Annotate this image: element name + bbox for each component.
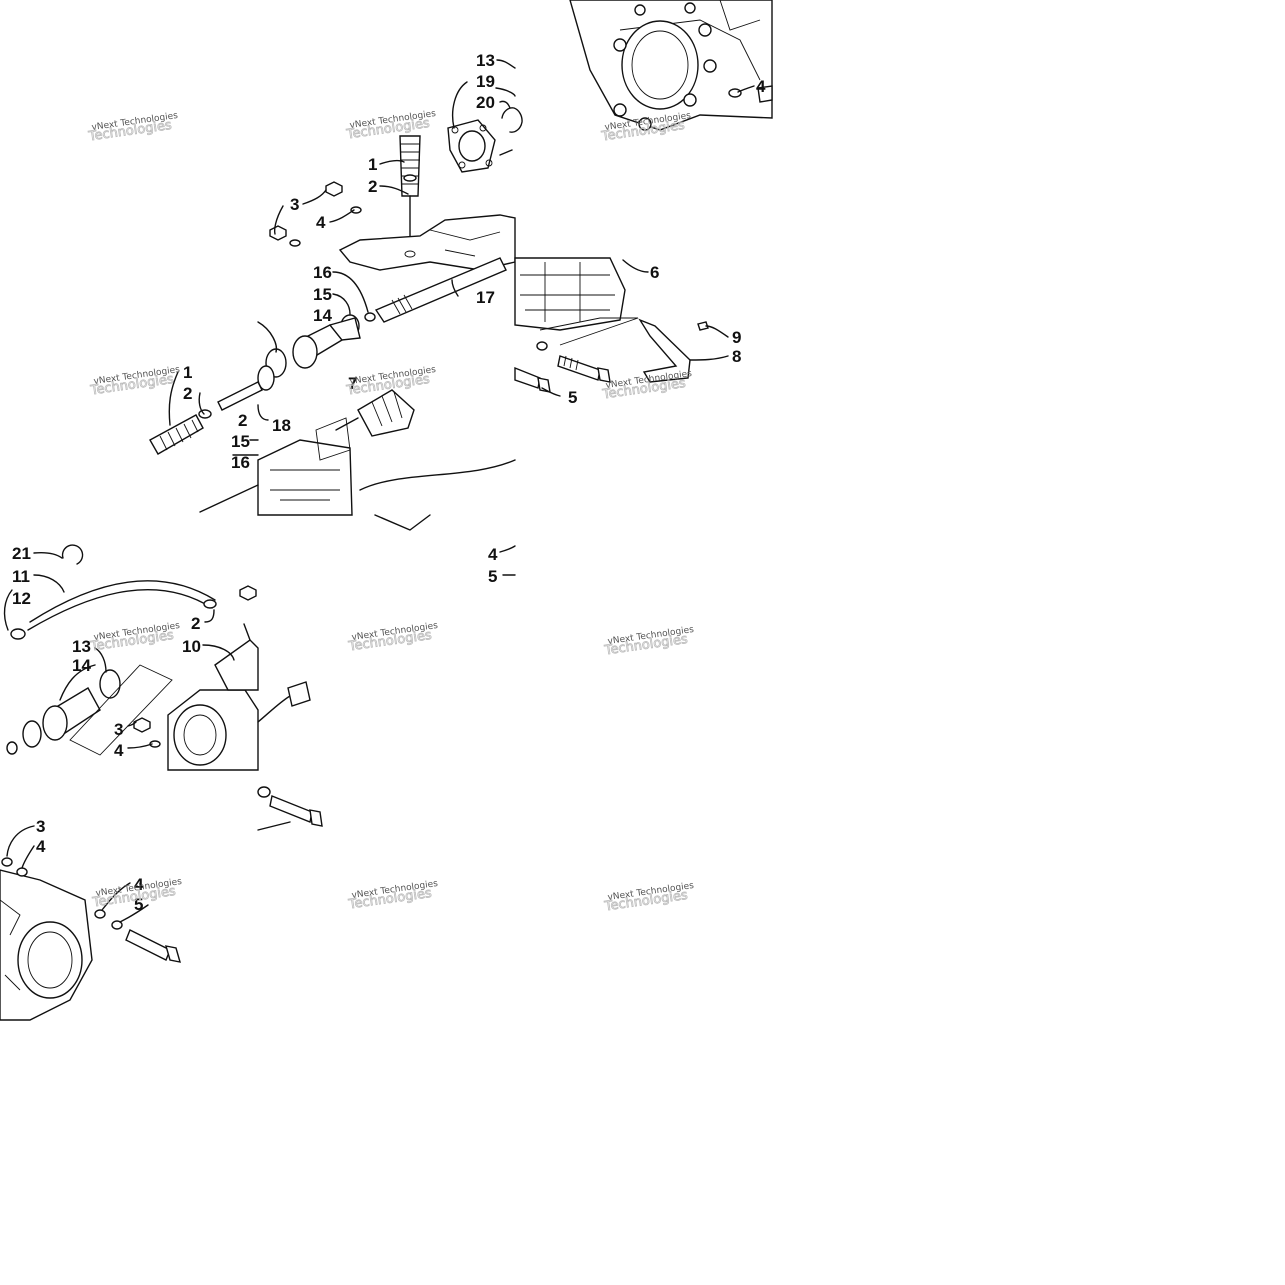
diagram-tile-gearcase-bracket bbox=[514, 257, 709, 393]
diagram-tile-actuator bbox=[6, 544, 323, 831]
callout-label: 3 bbox=[36, 817, 45, 836]
watermark: vNext Technologies Technologies bbox=[345, 109, 437, 143]
leader-lines bbox=[3, 59, 755, 923]
watermark: vNext Technologies Technologies bbox=[601, 369, 693, 403]
callout-label: 4 bbox=[114, 741, 124, 760]
callout-labels-tile4: 21 11 12 2 13 14 10 3 4 4 5 bbox=[12, 544, 498, 760]
watermark: vNext Technologies Technologies bbox=[345, 365, 437, 399]
callout-label: 8 bbox=[732, 347, 741, 366]
callout-label: 17 bbox=[476, 288, 495, 307]
diagram-tile-drive-shaft bbox=[149, 107, 523, 531]
watermark: vNext Technologies Technologies bbox=[603, 881, 695, 915]
callout-label: 1 bbox=[368, 155, 377, 174]
callout-label: 3 bbox=[114, 720, 123, 739]
diagram-tile-housing bbox=[569, 0, 773, 131]
callout-label: 16 bbox=[313, 263, 332, 282]
callout-label: 15 bbox=[313, 285, 332, 304]
callout-label: 13 bbox=[476, 51, 495, 70]
callout-label: 16 bbox=[231, 453, 250, 472]
callout-label: 4 bbox=[134, 875, 144, 894]
callout-label: 5 bbox=[134, 895, 143, 914]
callout-label: 12 bbox=[12, 589, 31, 608]
callout-label: 4 bbox=[756, 77, 766, 96]
callout-label: 15 bbox=[231, 432, 250, 451]
callout-label: 1 bbox=[183, 363, 192, 382]
callout-labels-tile1: 13 19 20 1 2 3 4 16 15 14 17 1 2 7 2 18 … bbox=[183, 51, 495, 472]
callout-labels-tile2: 4 bbox=[756, 77, 766, 96]
callout-label: 9 bbox=[732, 328, 741, 347]
callout-label: 18 bbox=[272, 416, 291, 435]
watermark: vNext Technologies Technologies bbox=[603, 625, 695, 659]
callout-label: 3 bbox=[290, 195, 299, 214]
callout-label: 19 bbox=[476, 72, 495, 91]
callout-label: 2 bbox=[238, 411, 247, 430]
callout-label: 14 bbox=[72, 656, 91, 675]
watermark: vNext Technologies Technologies bbox=[87, 111, 179, 145]
callout-label: 5 bbox=[568, 388, 577, 407]
callout-label: 5 bbox=[488, 567, 497, 586]
callout-label: 7 bbox=[348, 374, 357, 393]
callout-label: 10 bbox=[182, 637, 201, 656]
watermark-group: vNext Technologies Technologies vNext Te… bbox=[87, 109, 695, 915]
callout-label: 2 bbox=[368, 177, 377, 196]
callout-label: 2 bbox=[191, 614, 200, 633]
callout-labels-tile5: 3 4 4 5 bbox=[36, 817, 144, 914]
callout-label: 14 bbox=[313, 306, 332, 325]
callout-label: 4 bbox=[488, 545, 498, 564]
watermark: vNext Technologies Technologies bbox=[89, 621, 181, 655]
callout-labels-tile3: 6 9 8 5 bbox=[568, 263, 741, 407]
callout-label: 21 bbox=[12, 544, 31, 563]
watermark: vNext Technologies Technologies bbox=[347, 621, 439, 655]
diagram-tile-gearcase-lower bbox=[0, 857, 181, 1021]
callout-label: 4 bbox=[36, 837, 46, 856]
callout-label: 4 bbox=[316, 213, 326, 232]
callout-label: 6 bbox=[650, 263, 659, 282]
watermark: vNext Technologies Technologies bbox=[89, 365, 181, 399]
callout-label: 2 bbox=[183, 384, 192, 403]
callout-label: 11 bbox=[12, 567, 30, 586]
callout-label: 20 bbox=[476, 93, 495, 112]
watermark: vNext Technologies Technologies bbox=[347, 879, 439, 913]
callout-label: 13 bbox=[72, 637, 91, 656]
